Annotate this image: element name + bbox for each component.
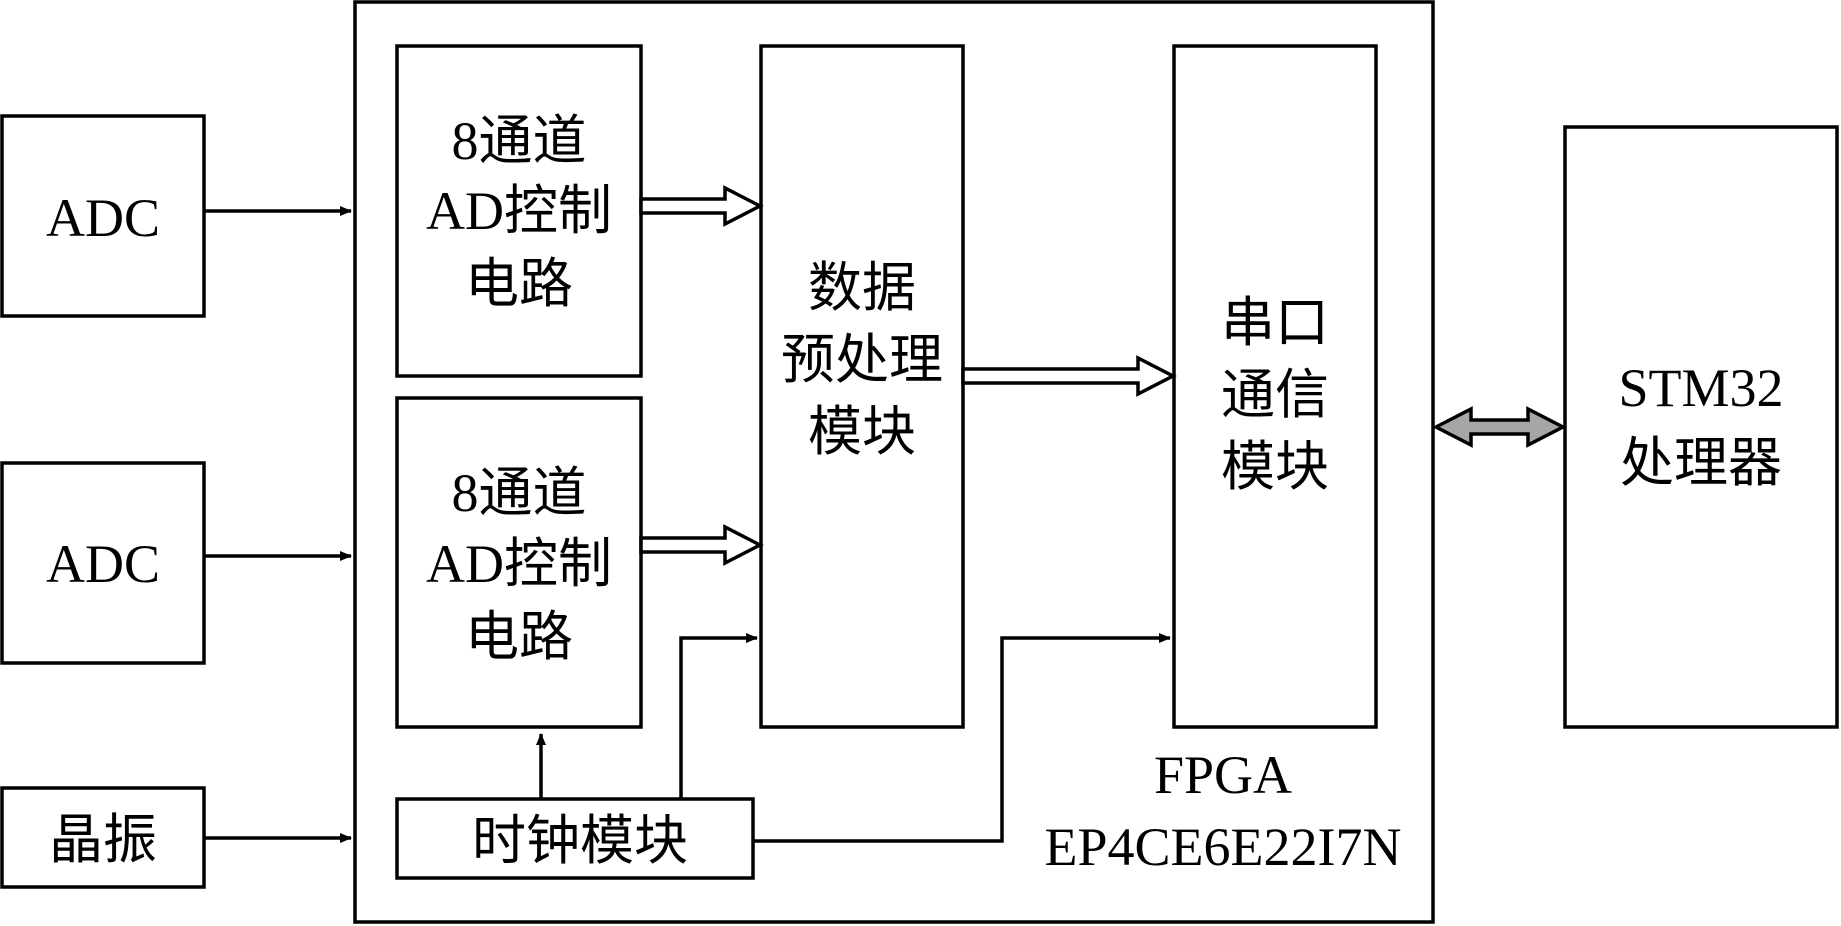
- stm32-block: STM32 处理器: [1563, 125, 1839, 729]
- preprocess-line-1: 数据: [808, 258, 916, 318]
- bus-arrow-ad-top-to-preprocess: [639, 185, 764, 227]
- bidirectional-arrow-fpga-stm32: [1432, 406, 1567, 448]
- adc-block-bottom: ADC: [0, 461, 206, 665]
- serial-line-1: 串口: [1221, 293, 1329, 353]
- bus-arrow-ad-bottom-to-preprocess: [639, 524, 764, 566]
- preprocess-line-2: 预处理: [781, 330, 943, 390]
- crystal-label: 晶振: [49, 810, 157, 870]
- serial-line-3: 模块: [1221, 437, 1329, 497]
- ad-control-bottom-line-1: 8通道: [452, 463, 587, 523]
- adc-block-top: ADC: [0, 114, 206, 318]
- ad-control-block-top: 8通道 AD控制 电路: [395, 44, 643, 378]
- ad-control-block-bottom: 8通道 AD控制 电路: [395, 396, 643, 729]
- arrow-clock-to-preprocess: [679, 633, 758, 799]
- clock-module-block: 时钟模块: [395, 797, 755, 880]
- stm32-line-1: STM32: [1618, 358, 1783, 418]
- ad-control-top-line-3: 电路: [465, 254, 573, 314]
- ad-control-bottom-line-2: AD控制: [426, 534, 612, 594]
- clock-module-label: 时钟模块: [472, 811, 688, 871]
- crystal-block: 晶振: [0, 786, 206, 889]
- stm32-line-2: 处理器: [1620, 433, 1782, 493]
- serial-comm-block: 串口 通信 模块: [1172, 44, 1378, 729]
- serial-line-2: 通信: [1221, 365, 1329, 425]
- adc-top-label: ADC: [46, 188, 160, 248]
- fpga-label: FPGA: [1154, 745, 1292, 805]
- adc-bottom-label: ADC: [46, 534, 160, 594]
- arrow-clock-to-serial: [753, 633, 1171, 843]
- ad-control-top-line-2: AD控制: [426, 181, 612, 241]
- preprocess-block: 数据 预处理 模块: [759, 44, 965, 729]
- bus-arrow-preprocess-to-serial: [961, 355, 1177, 397]
- fpga-part-number: EP4CE6E22I7N: [1045, 817, 1402, 877]
- preprocess-line-3: 模块: [808, 402, 916, 462]
- ad-control-top-line-1: 8通道: [452, 111, 587, 171]
- ad-control-bottom-line-3: 电路: [465, 607, 573, 667]
